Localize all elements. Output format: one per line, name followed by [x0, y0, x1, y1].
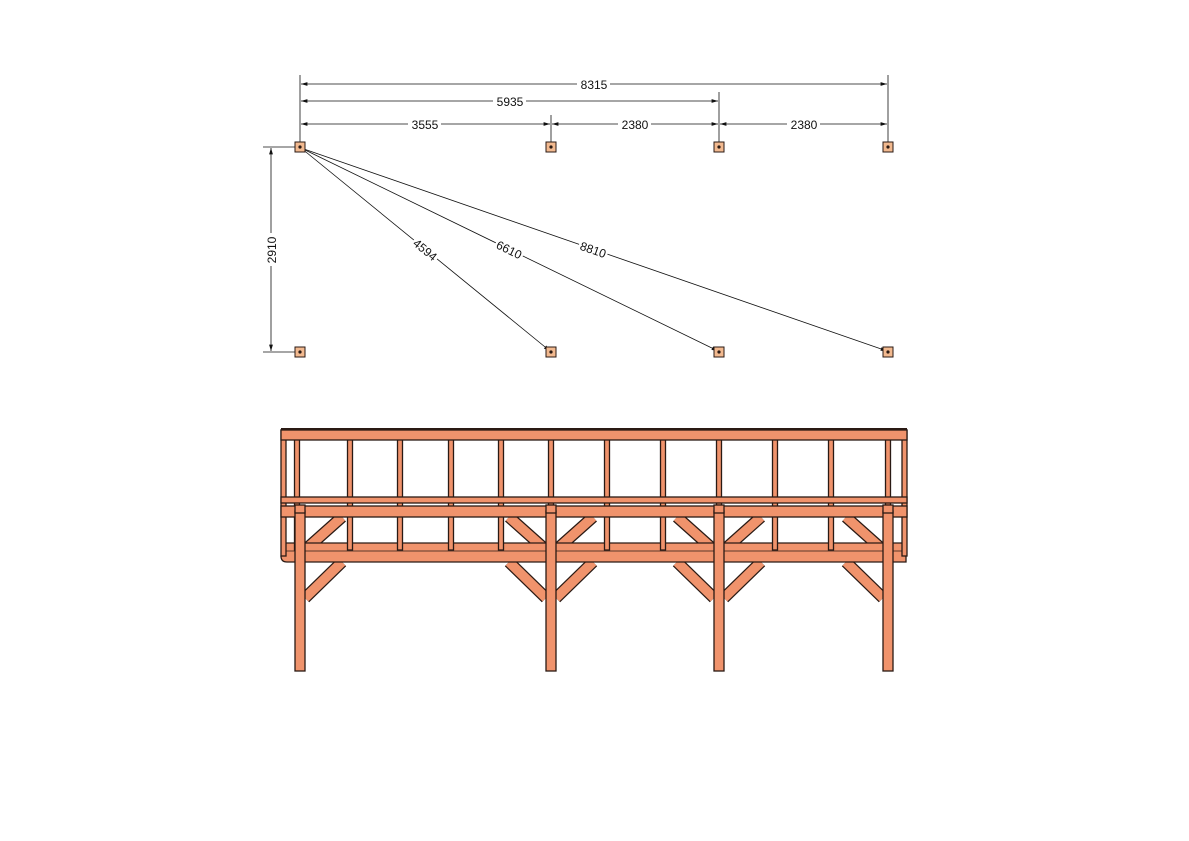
baluster	[603, 431, 611, 551]
brace	[301, 558, 346, 602]
dim-label-depth: 2910	[265, 236, 279, 263]
baluster	[497, 431, 505, 551]
post-center-mark	[298, 350, 302, 354]
dim-label-total: 8315	[581, 78, 608, 92]
extension-lines	[263, 75, 889, 353]
post	[882, 510, 894, 672]
post-center-mark	[717, 145, 721, 149]
dim-segments: 3555 2380 2380	[301, 117, 887, 132]
dim-label-segment-2: 2380	[622, 118, 649, 132]
plan-posts	[294, 141, 894, 358]
post-center-mark	[549, 350, 553, 354]
dim-label-segment-1: 3555	[412, 118, 439, 132]
left-end-frame	[280, 429, 287, 557]
dim-label-segment-3: 2380	[791, 118, 818, 132]
post-center-mark	[549, 145, 553, 149]
brace	[505, 558, 550, 602]
deck-beam	[280, 505, 908, 518]
baluster	[659, 431, 667, 551]
post-center-mark	[886, 145, 890, 149]
brace	[552, 558, 597, 602]
post-notch	[713, 504, 725, 514]
dim-total: 8315	[301, 77, 887, 92]
dim-label-diagonal-3: 8810	[578, 239, 608, 261]
baluster	[827, 431, 835, 551]
baluster	[396, 431, 404, 551]
baluster	[447, 431, 455, 551]
post-notch	[882, 504, 894, 514]
top-rail	[280, 429, 908, 441]
post-notch	[545, 504, 557, 514]
brace	[673, 558, 718, 602]
lower-beam	[280, 542, 907, 563]
dim-middle: 5935	[301, 94, 718, 109]
post-notch	[294, 504, 306, 514]
baluster	[346, 431, 354, 551]
post	[545, 510, 557, 672]
post	[294, 510, 306, 672]
brace	[842, 558, 887, 602]
side-elevation	[280, 428, 908, 672]
dim-depth: 2910	[264, 148, 279, 351]
right-end-frame	[901, 429, 908, 557]
plan-view: 8315 5935 3555 2380 2380 2910 459	[263, 75, 894, 358]
post-center-mark	[886, 350, 890, 354]
post-center-mark	[298, 145, 302, 149]
mid-rail	[280, 496, 908, 504]
post	[713, 510, 725, 672]
brace	[720, 558, 765, 602]
dim-label-middle: 5935	[497, 95, 524, 109]
dim-diagonals: 4594 6610 8810	[300, 147, 888, 352]
baluster	[771, 431, 779, 551]
post-center-mark	[717, 350, 721, 354]
